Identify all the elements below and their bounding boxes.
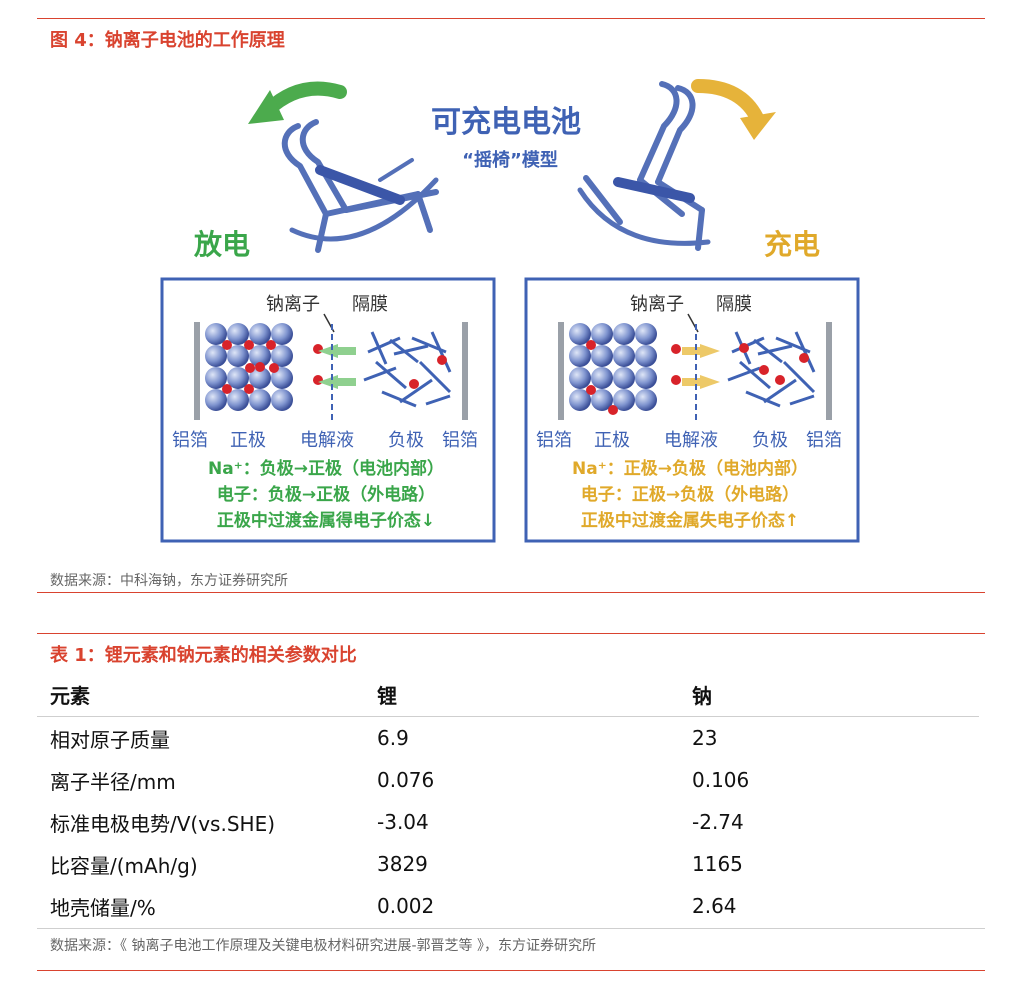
discharge-line1: Na⁺：负极→正极（电池内部）: [208, 458, 444, 479]
cathode-spheres: [569, 323, 657, 411]
discharge-label-foil-right: 铝箔: [442, 430, 478, 451]
center-subtitle: “摇椅”模型: [462, 149, 558, 171]
charge-ion-label: 钠离子: [630, 294, 684, 315]
row-label: 相对原子质量: [50, 727, 170, 752]
charge-label-cathode: 正极: [594, 430, 630, 451]
center-title: 可充电电池: [431, 105, 581, 140]
charge-label-electrolyte: 电解液: [664, 430, 718, 451]
anode-carbon: [363, 331, 452, 408]
discharge-separator-label: 隔膜: [352, 294, 388, 315]
lithium-value: -3.04: [377, 810, 429, 834]
sodium-value: 23: [692, 726, 718, 750]
rocking-chair-left-icon: [281, 119, 439, 253]
ion-flow-arrow-icon: [682, 344, 720, 389]
sodium-ions-cathode: [586, 340, 618, 415]
sodium-battery-diagram: 可充电电池 “摇椅”模型 放电 充电 钠离子 隔膜: [160, 79, 860, 543]
charge-label: 充电: [764, 228, 820, 261]
comparison-table: 元素 锂 钠 相对原子质量 6.9 23 离子半径/mm 0.076 0.106…: [37, 672, 979, 927]
table-bottom-divider: [37, 928, 985, 929]
charge-line3: 正极中过渡金属失电子价态↑: [581, 510, 799, 531]
row-label: 标准电极电势/V(vs.SHE): [50, 811, 276, 836]
discharge-label-foil-left: 铝箔: [172, 430, 208, 451]
charge-separator-label: 隔膜: [716, 294, 752, 315]
header-element: 元素: [50, 683, 90, 708]
table-row: 标准电极电势/V(vs.SHE) -3.04 -2.74: [37, 801, 979, 843]
sodium-ions-cathode: [222, 340, 279, 394]
discharge-panel: 钠离子 隔膜: [160, 277, 496, 543]
discharge-line2: 电子：负极→正极（外电路）: [217, 484, 435, 505]
figure-caption: 图 4：钠离子电池的工作原理: [50, 30, 285, 51]
discharge-line3: 正极中过渡金属得电子价态↓: [217, 510, 435, 531]
table-top-rule: [37, 633, 985, 634]
charge-line1: Na⁺：正极→负极（电池内部）: [572, 458, 808, 479]
table-row: 比容量/(mAh/g) 3829 1165: [37, 843, 979, 885]
sodium-value: 1165: [692, 852, 743, 876]
discharge-label-electrolyte: 电解液: [300, 430, 354, 451]
header-lithium: 锂: [377, 683, 397, 708]
row-label: 比容量/(mAh/g): [50, 853, 198, 878]
row-label: 离子半径/mm: [50, 769, 176, 794]
lithium-value: 0.076: [377, 768, 435, 792]
row-label: 地壳储量/%: [50, 895, 156, 920]
lithium-value: 6.9: [377, 726, 409, 750]
figure-bottom-rule: [37, 592, 985, 593]
lithium-value: 0.002: [377, 894, 435, 918]
discharge-ion-label: 钠离子: [266, 294, 320, 315]
discharge-arrow-icon: [248, 81, 347, 124]
sodium-value: 0.106: [692, 768, 750, 792]
header-sodium: 钠: [692, 683, 712, 708]
charge-label-foil-right: 铝箔: [806, 430, 842, 451]
lithium-value: 3829: [377, 852, 428, 876]
discharge-label-anode: 负极: [388, 430, 424, 451]
figure-source: 数据来源：中科海钠，东方证券研究所: [50, 573, 288, 589]
table-caption: 表 1：锂元素和钠元素的相关参数对比: [50, 645, 357, 666]
table-bottom-rule: [37, 970, 985, 971]
discharge-label-cathode: 正极: [230, 430, 266, 451]
table-header-row: 元素 锂 钠: [37, 672, 979, 717]
discharge-label: 放电: [193, 228, 250, 261]
charge-label-anode: 负极: [752, 430, 788, 451]
rocking-chair-right-icon: [577, 81, 711, 251]
top-rule: [37, 18, 985, 19]
table-row: 离子半径/mm 0.076 0.106: [37, 759, 979, 801]
cathode-spheres: [205, 323, 293, 411]
sodium-value: -2.74: [692, 810, 744, 834]
charge-arrow-icon: [691, 79, 776, 140]
table-row: 地壳储量/% 0.002 2.64: [37, 885, 979, 927]
charge-label-foil-left: 铝箔: [536, 430, 572, 451]
table-source: 数据来源：《 钠离子电池工作原理及关键电极材料研究进展-郭晋芝等 》，东方证券研…: [50, 938, 596, 954]
table-row: 相对原子质量 6.9 23: [37, 717, 979, 759]
sodium-value: 2.64: [692, 894, 737, 918]
charge-panel: 钠离子 隔膜 铝箔 正极 电解液: [524, 277, 860, 543]
charge-line2: 电子：正极→负极（外电路）: [581, 484, 799, 505]
